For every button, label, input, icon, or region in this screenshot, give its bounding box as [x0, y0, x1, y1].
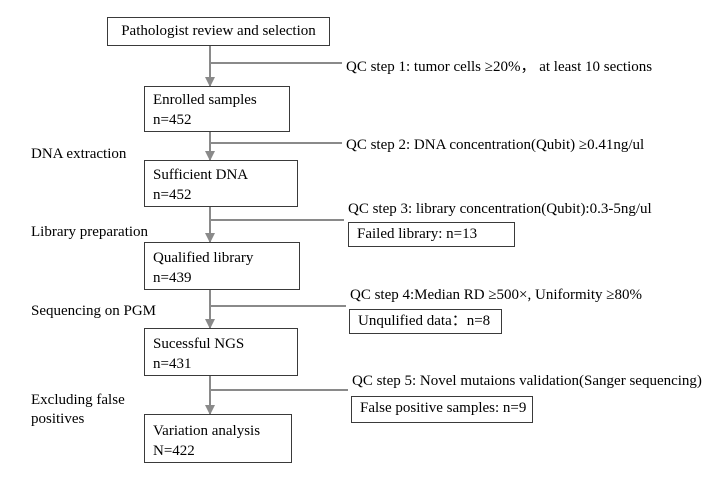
qc-step-3: QC step 3: library concentration(Qubit):… — [348, 201, 652, 217]
excluded-box-false-positive: False positive samples: n=9 — [351, 396, 533, 423]
stage-count: N=422 — [153, 443, 195, 459]
stage-box-variation-analysis: Variation analysis N=422 — [144, 414, 292, 463]
process-label-dna-extraction: DNA extraction — [31, 146, 127, 162]
stage-title: Variation analysis — [153, 423, 261, 439]
qc-step-5: QC step 5: Novel mutaions validation(San… — [352, 373, 702, 389]
stage-box-sufficient-dna: Sufficient DNA n=452 — [144, 160, 298, 207]
stage-title: Qualified library — [153, 250, 254, 266]
stage-count: n=452 — [153, 187, 192, 203]
stage-title: Enrolled samples — [153, 92, 257, 108]
qc-step-4: QC step 4:Median RD ≥500×, Uniformity ≥8… — [350, 287, 642, 303]
stage-box-successful-ngs: Sucessful NGS n=431 — [144, 328, 298, 376]
stage-title: Sufficient DNA — [153, 167, 249, 183]
process-label-sequencing: Sequencing on PGM — [31, 303, 156, 319]
stage-count: n=439 — [153, 270, 192, 286]
excluded-box-unqualified-data: Unqulified data：n=8 — [349, 309, 502, 334]
qc-step-2: QC step 2: DNA concentration(Qubit) ≥0.4… — [346, 137, 645, 153]
stage-title: Sucessful NGS — [153, 336, 245, 352]
excluded-box-failed-library: Failed library: n=13 — [348, 222, 515, 247]
pathologist-review-text: Pathologist review and selection — [121, 23, 316, 39]
stage-box-enrolled: Enrolled samples n=452 — [144, 86, 290, 132]
process-label-excluding-false-positives: Excluding false positives — [31, 392, 125, 427]
stage-count: n=452 — [153, 112, 192, 128]
process-label-library-preparation: Library preparation — [31, 224, 149, 240]
pathologist-review-box: Pathologist review and selection — [107, 17, 330, 46]
stage-box-qualified-library: Qualified library n=439 — [144, 242, 300, 290]
qc-step-1: QC step 1: tumor cells ≥20%， at least 10… — [346, 59, 653, 75]
stage-count: n=431 — [153, 356, 192, 372]
